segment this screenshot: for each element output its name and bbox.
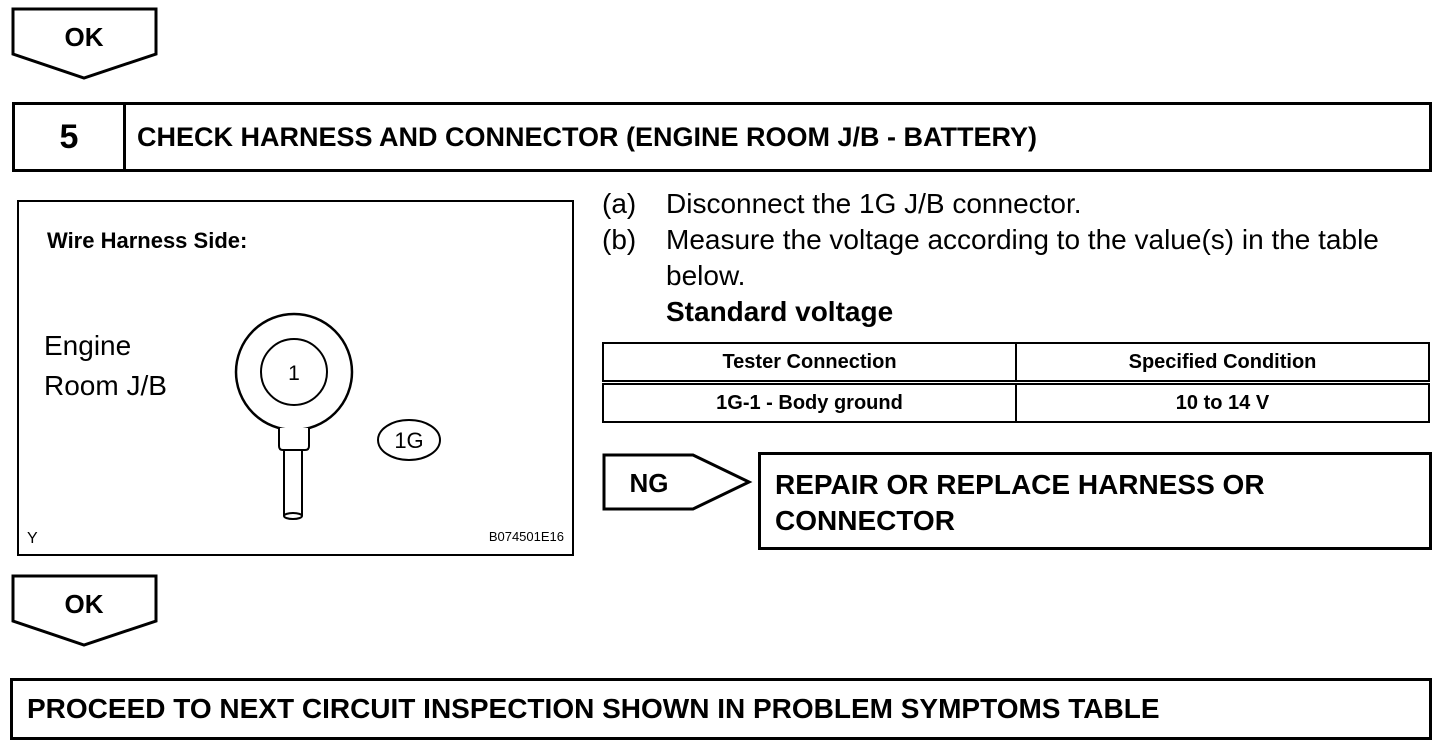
- final-step-box: PROCEED TO NEXT CIRCUIT INSPECTION SHOWN…: [10, 678, 1432, 740]
- table-row: 1G-1 - Body ground 10 to 14 V: [602, 381, 1430, 423]
- connector-drawing: 1 1G: [234, 312, 441, 520]
- table-header-row: Tester Connection Specified Condition: [602, 342, 1430, 385]
- instruction-item: (b) Measure the voltage according to the…: [602, 222, 1392, 294]
- wire-end: [283, 512, 303, 520]
- specification-table: Tester Connection Specified Condition 1G…: [602, 342, 1430, 423]
- ok-badge-label: OK: [65, 589, 104, 619]
- table-header-tester-connection: Tester Connection: [602, 342, 1017, 385]
- figure-label-line2: Room J/B: [44, 370, 167, 401]
- ok-badge-top: OK: [11, 7, 158, 80]
- figure-heading: Wire Harness Side:: [47, 228, 248, 253]
- table-cell-tester-connection: 1G-1 - Body ground: [602, 381, 1017, 423]
- figure-component-label: Engine Room J/B: [44, 326, 167, 406]
- connector-wire: [283, 450, 303, 516]
- figure-id: B074501E16: [488, 529, 564, 544]
- ng-badge-shape: [602, 453, 753, 511]
- connector-neck: [278, 428, 310, 451]
- ng-result-line2: CONNECTOR: [775, 505, 955, 536]
- wire-harness-figure: Wire Harness Side: Engine Room J/B 1 1G …: [17, 200, 574, 556]
- instruction-text: Measure the voltage according to the val…: [666, 224, 1379, 291]
- connector-code-bubble: [377, 419, 441, 461]
- figure-corner-letter: Y: [27, 530, 38, 547]
- step-header: 5 CHECK HARNESS AND CONNECTOR (ENGINE RO…: [12, 102, 1432, 172]
- instruction-marker: (a): [602, 188, 637, 219]
- ok-badge-shape: [11, 574, 158, 647]
- terminal-number: 1: [288, 362, 300, 385]
- connector-code: 1G: [394, 428, 423, 453]
- figure-label-line1: Engine: [44, 330, 132, 361]
- table-cell-specified-condition: 10 to 14 V: [1015, 381, 1430, 423]
- ng-badge: NG: [602, 453, 753, 511]
- terminal-circle: [260, 338, 328, 406]
- table-header-specified-condition: Specified Condition: [1015, 342, 1430, 385]
- instructions-subheading: Standard voltage: [666, 296, 894, 327]
- ng-badge-label: NG: [630, 468, 669, 498]
- step-title: CHECK HARNESS AND CONNECTOR (ENGINE ROOM…: [137, 121, 1038, 152]
- step-number: 5: [15, 105, 126, 169]
- instructions: (a) Disconnect the 1G J/B connector. (b)…: [602, 186, 1392, 330]
- ok-badge-bottom: OK: [11, 574, 158, 647]
- ok-badge-label: OK: [65, 22, 104, 52]
- final-step-text: PROCEED TO NEXT CIRCUIT INSPECTION SHOWN…: [27, 693, 1160, 724]
- ng-result-box: REPAIR OR REPLACE HARNESS OR CONNECTOR: [758, 452, 1432, 550]
- instruction-marker: (b): [602, 224, 637, 255]
- instruction-item: (a) Disconnect the 1G J/B connector.: [602, 186, 1392, 222]
- ok-badge-shape: [11, 7, 158, 80]
- ng-result-line1: REPAIR OR REPLACE HARNESS OR: [775, 469, 1265, 500]
- instruction-text: Disconnect the 1G J/B connector.: [666, 188, 1082, 219]
